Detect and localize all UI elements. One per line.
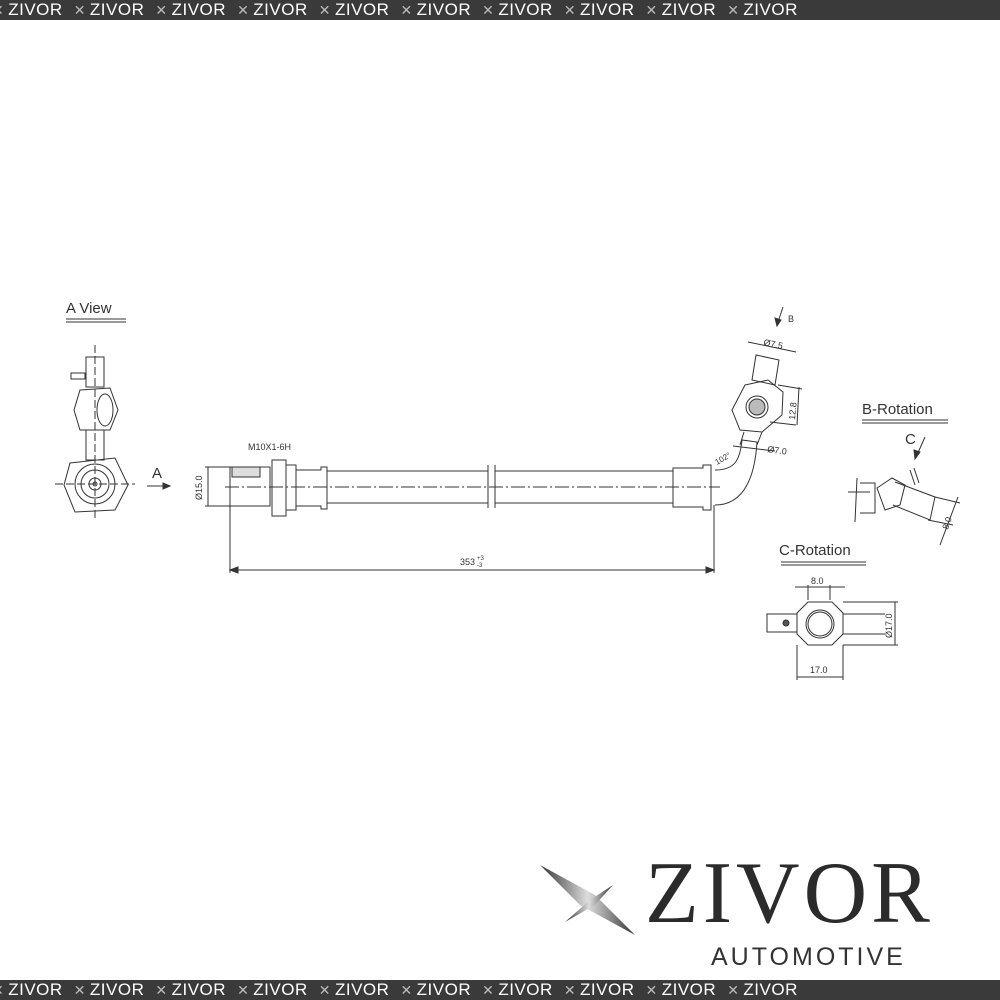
banner-text: ZIVOR <box>89 980 145 999</box>
b-rotation-title: B-Rotation <box>862 401 933 418</box>
zivor-mark-icon: ✕ <box>400 981 413 998</box>
banner-item: ✕ZIVOR <box>727 0 798 20</box>
c-rotation-top-width-label: 8.0 <box>811 576 824 586</box>
banner-text: ZIVOR <box>661 0 717 19</box>
banner-text: ZIVOR <box>416 980 472 999</box>
zivor-mark-icon: ✕ <box>318 1 331 18</box>
banner-item: ✕ZIVOR <box>237 980 308 1000</box>
banner-text: ZIVOR <box>743 0 798 19</box>
banner-text: ZIVOR <box>743 980 798 999</box>
view-c-marker: C <box>905 431 916 448</box>
zivor-mark-icon: ✕ <box>482 1 495 18</box>
banner-item: ✕ZIVOR <box>646 0 717 20</box>
nut-diameter-label: Ø15.0 <box>194 475 204 500</box>
banner-item: ✕ZIVOR <box>727 980 798 1000</box>
logo-tagline: AUTOMOTIVE <box>711 943 906 971</box>
banner-item: ✕ZIVOR <box>646 980 717 1000</box>
c-rotation-diameter-label: Ø17.0 <box>884 613 894 638</box>
logo-brand: ZIVOR <box>645 845 934 942</box>
main-hose: M10X1-6H Ø15.0 353 +3 -3 <box>194 439 758 574</box>
banner-item: ✕ZIVOR <box>319 980 390 1000</box>
banner-item: ✕ZIVOR <box>74 980 145 1000</box>
banner-item: ✕ZIVOR <box>155 980 226 1000</box>
banner-text: ZIVOR <box>171 0 227 19</box>
zivor-mark-icon: ✕ <box>73 981 86 998</box>
banner-text: ZIVOR <box>498 980 553 999</box>
banner-text: ZIVOR <box>8 980 63 999</box>
bottom-watermark-banner: ✕ZIVOR ✕ZIVOR ✕ZIVOR ✕ZIVOR ✕ZIVOR ✕ZIVO… <box>0 980 1000 1000</box>
banner-item: ✕ZIVOR <box>319 0 390 20</box>
zivor-mark-icon: ✕ <box>727 981 740 998</box>
zivor-mark-icon: ✕ <box>155 1 168 18</box>
end-fitting: B Ø7.5 12.8 Ø7.0 102° <box>714 306 803 467</box>
bend-angle-label: 102° <box>714 451 733 467</box>
a-view-title: A View <box>66 300 112 317</box>
banner-text: ZIVOR <box>580 980 635 999</box>
zivor-mark-icon: ✕ <box>0 2 4 19</box>
banner-item: ✕ZIVOR <box>400 0 471 20</box>
brake-hose-technical-drawing: A View A M10X1-6H Ø15.0 353 +3 <box>55 300 961 680</box>
banner-text: ZIVOR <box>498 0 553 19</box>
top-watermark-banner: ✕ZIVOR ✕ZIVOR ✕ZIVOR ✕ZIVOR ✕ZIVOR ✕ZIVO… <box>0 0 1000 20</box>
zivor-mark-icon: ✕ <box>563 1 577 18</box>
banner-text: ZIVOR <box>253 0 308 19</box>
banner-item: ✕ZIVOR <box>0 0 63 20</box>
zivor-mark-icon: ✕ <box>400 1 413 18</box>
length-tolerance-upper: +3 <box>477 556 485 562</box>
zivor-logo: ZIVOR AUTOMOTIVE <box>535 845 985 975</box>
zivor-mark-icon: ✕ <box>73 1 86 18</box>
hose-diameter-label: Ø7.0 <box>767 444 788 457</box>
tube-diameter-label: Ø7.5 <box>763 337 784 351</box>
banner-text: ZIVOR <box>253 980 308 999</box>
thread-spec-label: M10X1-6H <box>248 442 291 452</box>
length-tolerance-lower: -3 <box>477 563 483 569</box>
zivor-mark-icon: ✕ <box>155 981 168 998</box>
length-label: 353 <box>460 557 475 567</box>
banner-text: ZIVOR <box>334 980 390 999</box>
banner-item: ✕ZIVOR <box>74 0 145 20</box>
zivor-x-mark-icon <box>540 865 635 935</box>
zivor-mark-icon: ✕ <box>563 981 577 998</box>
banner-text: ZIVOR <box>580 0 635 19</box>
banner-item: ✕ZIVOR <box>564 980 635 1000</box>
banner-text: ZIVOR <box>8 0 63 19</box>
zivor-mark-icon: ✕ <box>0 982 4 999</box>
zivor-mark-icon: ✕ <box>318 981 331 998</box>
a-view-arrow-label: A <box>152 465 162 482</box>
offset-label: 12.8 <box>787 402 798 420</box>
banner-item: ✕ZIVOR <box>400 980 471 1000</box>
b-rotation-width-label: 8.0 <box>940 516 953 531</box>
view-b-marker: B <box>788 314 794 324</box>
zivor-mark-icon: ✕ <box>645 1 658 18</box>
c-rotation-title: C-Rotation <box>779 542 851 559</box>
b-rotation-view: B-Rotation C 8.0 <box>848 401 961 546</box>
banner-text: ZIVOR <box>416 0 472 19</box>
banner-text: ZIVOR <box>334 0 390 19</box>
banner-text: ZIVOR <box>661 980 717 999</box>
zivor-mark-icon: ✕ <box>645 981 658 998</box>
banner-item: ✕ZIVOR <box>482 980 553 1000</box>
a-view: A View A <box>55 300 172 520</box>
zivor-mark-icon: ✕ <box>482 981 495 998</box>
banner-item: ✕ZIVOR <box>155 0 226 20</box>
banner-item: ✕ZIVOR <box>237 0 308 20</box>
banner-text: ZIVOR <box>89 0 145 19</box>
zivor-mark-icon: ✕ <box>237 1 250 18</box>
c-rotation-view: C-Rotation 8.0 Ø17.0 17.0 <box>766 542 898 680</box>
zivor-mark-icon: ✕ <box>727 1 740 18</box>
banner-item: ✕ZIVOR <box>564 0 635 20</box>
zivor-mark-icon: ✕ <box>237 981 250 998</box>
banner-text: ZIVOR <box>171 980 227 999</box>
c-rotation-bottom-width-label: 17.0 <box>810 665 828 675</box>
banner-item: ✕ZIVOR <box>0 980 63 1000</box>
banner-item: ✕ZIVOR <box>482 0 553 20</box>
